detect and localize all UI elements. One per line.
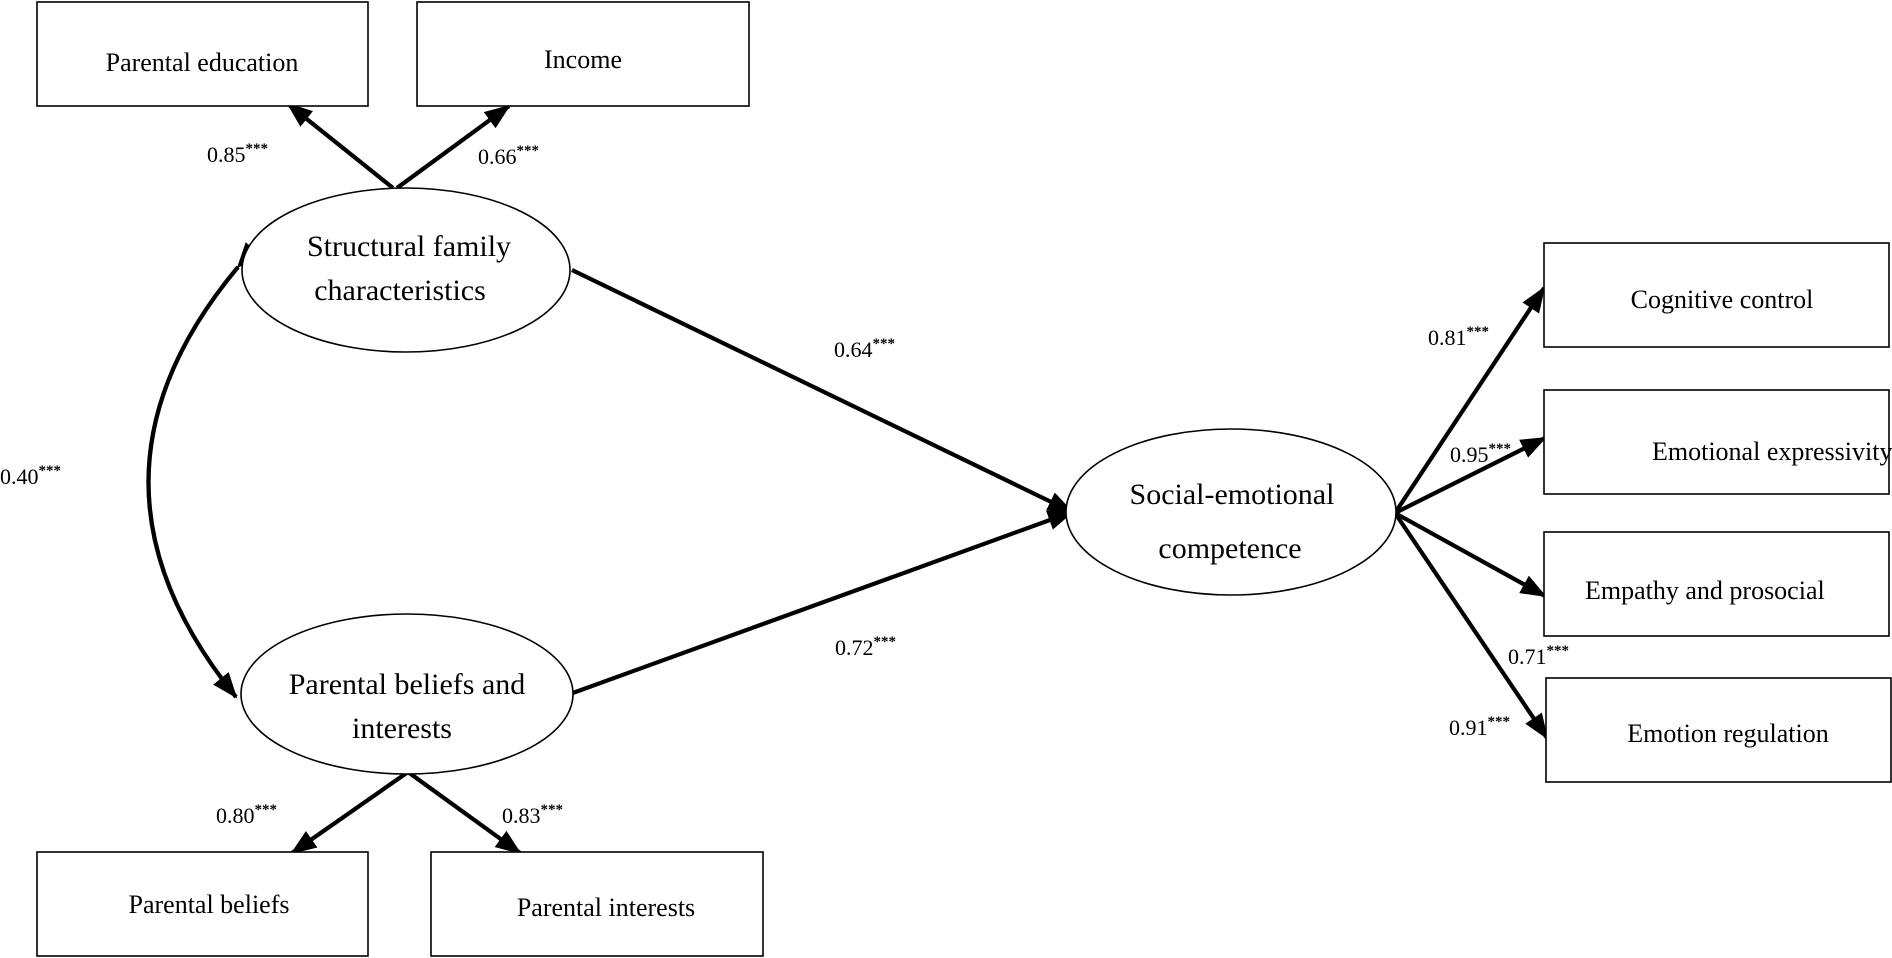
indicator-label: Empathy and prosocial bbox=[1585, 576, 1825, 605]
coef-emotion-regulation: 0.91*** bbox=[1449, 714, 1510, 740]
coef-covariance: 0.40*** bbox=[0, 463, 61, 489]
indicator-label: Income bbox=[544, 45, 622, 74]
path-beliefs-to-parental-beliefs bbox=[290, 770, 410, 855]
indicator-label: Parental beliefs bbox=[129, 890, 290, 919]
indicator-parental-education: Parental education bbox=[36, 1, 369, 107]
indicator-label: Parental interests bbox=[517, 893, 695, 922]
indicator-cognitive-control: Cognitive control bbox=[1543, 242, 1890, 348]
latent-parental-beliefs-and-interests: Parental beliefs and interests bbox=[240, 613, 574, 775]
coef-structural-to-sec: 0.64*** bbox=[834, 336, 895, 362]
indicator-empathy-prosocial: Empathy and prosocial bbox=[1543, 531, 1890, 637]
coef-cognitive-control: 0.81*** bbox=[1428, 324, 1489, 350]
coef-income: 0.66*** bbox=[478, 143, 539, 169]
path-structural-to-sec bbox=[571, 268, 1074, 514]
indicator-label: Cognitive control bbox=[1631, 285, 1814, 314]
indicator-label: Emotional expressivity bbox=[1652, 437, 1892, 466]
indicator-parental-beliefs: Parental beliefs bbox=[36, 851, 369, 957]
indicator-parental-interests: Parental interests bbox=[430, 851, 764, 957]
path-sec-to-emotional-expressivity bbox=[1394, 436, 1547, 515]
path-beliefs-to-parental-interests bbox=[406, 770, 522, 855]
latent-structural-family-characteristics: Structural family characteristics bbox=[241, 187, 571, 353]
indicator-emotional-expressivity: Emotional expressivity bbox=[1543, 389, 1892, 495]
coef-parental-interests: 0.83*** bbox=[502, 802, 563, 828]
latent-label-line2: characteristics bbox=[314, 274, 486, 307]
path-beliefs-to-sec bbox=[569, 510, 1074, 696]
path-structural-to-income bbox=[395, 104, 511, 190]
indicator-emotion-regulation: Emotion regulation bbox=[1545, 677, 1892, 783]
latent-label-line1: Parental beliefs and bbox=[289, 668, 526, 701]
coef-empathy-prosocial: 0.71*** bbox=[1508, 643, 1569, 669]
path-structural-to-parental-education bbox=[286, 102, 395, 190]
indicator-label: Emotion regulation bbox=[1627, 719, 1828, 748]
indicator-income: Income bbox=[416, 1, 750, 107]
coef-emotional-expressivity: 0.95*** bbox=[1450, 441, 1511, 467]
latent-label-line1: Structural family bbox=[307, 230, 511, 263]
covariance-path bbox=[146, 242, 262, 699]
path-sec-to-emotion-regulation bbox=[1393, 511, 1549, 740]
coef-parental-beliefs: 0.80*** bbox=[216, 802, 277, 828]
path-sec-to-empathy-prosocial bbox=[1393, 511, 1547, 598]
path-sec-to-cognitive-control bbox=[1393, 286, 1546, 515]
latent-label-line1: Social-emotional bbox=[1130, 478, 1335, 511]
indicator-label: Parental education bbox=[106, 48, 299, 77]
latent-label-line2: competence bbox=[1158, 532, 1301, 565]
latent-social-emotional-competence: Social-emotional competence bbox=[1065, 428, 1397, 596]
coef-parental-education: 0.85*** bbox=[207, 141, 268, 167]
latent-label-line2: interests bbox=[352, 712, 452, 745]
coef-beliefs-to-sec: 0.72*** bbox=[835, 634, 896, 660]
